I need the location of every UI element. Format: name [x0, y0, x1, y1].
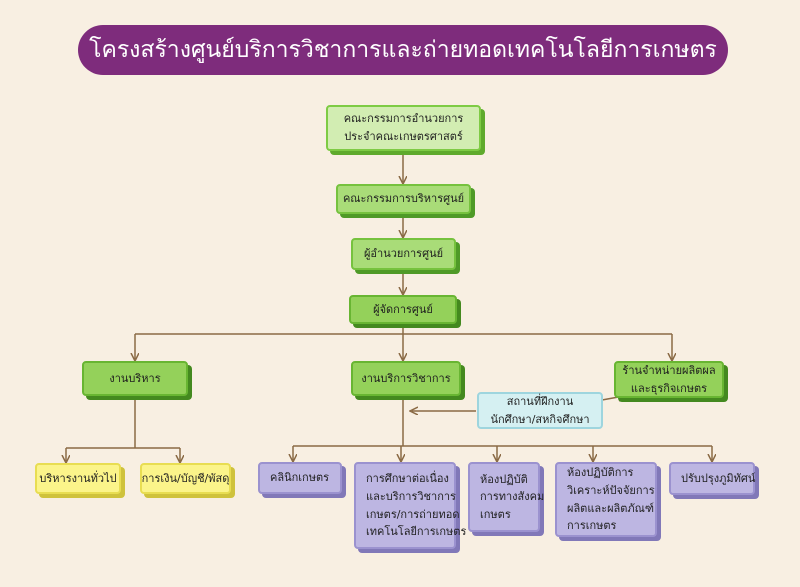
- node-training-site-line2: นักศึกษา/สหกิจศึกษา: [490, 412, 590, 426]
- node-analysis-lab-line3: ผลิตและผลิตภัณฑ์: [567, 501, 654, 515]
- node-committee-center: คณะกรรมการบริหารศูนย์: [336, 184, 471, 214]
- node-continuing-ed-line2: และบริการวิชาการ: [366, 489, 456, 503]
- node-analysis-lab-line1: ห้องปฏิบัติการ: [567, 466, 634, 480]
- node-director-label: ผู้อำนวยการศูนย์: [363, 247, 444, 261]
- node-soil-improve: ปรับปรุงภูมิทัศน์: [669, 462, 755, 495]
- node-admin-work: งานบริหาร: [82, 361, 188, 396]
- node-social-lab-line3: เกษตร: [480, 507, 511, 521]
- node-general-admin: บริหารงานทั่วไป: [35, 463, 121, 494]
- node-training-site-line1: สถานที่ฝึกงาน: [506, 394, 574, 408]
- node-shop: ร้านจำหน่ายผลิตผล และธุรกิจเกษตร: [614, 361, 724, 398]
- node-continuing-ed: การศึกษาต่อเนื่อง และบริการวิชาการ เกษตร…: [354, 462, 466, 549]
- node-analysis-lab: ห้องปฏิบัติการ วิเคราะห์ปัจจัยการ ผลิตแล…: [555, 462, 657, 537]
- node-academic-service-label: งานบริการวิชาการ: [361, 371, 451, 385]
- node-continuing-ed-line3: เกษตร/การถ่ายทอด: [366, 507, 460, 521]
- node-committee-admin: คณะกรรมการอำนวยการ ประจำคณะเกษตรศาสตร์: [326, 105, 481, 151]
- node-committee-center-label: คณะกรรมการบริหารศูนย์: [342, 192, 465, 206]
- node-finance-label: การเงิน/บัญชี/พัสดุ: [141, 471, 230, 485]
- node-training-site: สถานที่ฝึกงาน นักศึกษา/สหกิจศึกษา: [477, 392, 603, 429]
- node-social-lab-line2: การทางสังคม: [480, 490, 545, 504]
- page-title: โครงสร้างศูนย์บริการวิชาการและถ่ายทอดเทค…: [89, 37, 717, 63]
- node-academic-service: งานบริการวิชาการ: [351, 361, 461, 396]
- node-analysis-lab-line4: การเกษตร: [567, 519, 617, 533]
- node-manager-label: ผู้จัดการศูนย์: [373, 302, 433, 316]
- node-social-lab: ห้องปฏิบัติ การทางสังคม เกษตร: [468, 462, 544, 532]
- node-director: ผู้อำนวยการศูนย์: [351, 238, 456, 270]
- node-social-lab-line1: ห้องปฏิบัติ: [480, 472, 528, 486]
- node-admin-work-label: งานบริหาร: [109, 371, 161, 385]
- node-manager: ผู้จัดการศูนย์: [349, 295, 457, 324]
- node-soil-improve-label: ปรับปรุงภูมิทัศน์: [681, 471, 756, 485]
- node-shop-line2: และธุรกิจเกษตร: [630, 381, 708, 395]
- node-committee-admin-line2: ประจำคณะเกษตรศาสตร์: [344, 130, 463, 143]
- node-continuing-ed-line4: เทคโนโลยีการเกษตร: [366, 525, 467, 539]
- node-committee-admin-line1: คณะกรรมการอำนวยการ: [343, 112, 464, 126]
- node-clinic: คลินิกเกษตร: [258, 462, 342, 494]
- node-analysis-lab-line2: วิเคราะห์ปัจจัยการ: [567, 483, 655, 497]
- node-continuing-ed-line1: การศึกษาต่อเนื่อง: [366, 472, 449, 486]
- node-general-admin-label: บริหารงานทั่วไป: [39, 471, 117, 485]
- title-banner: โครงสร้างศูนย์บริการวิชาการและถ่ายทอดเทค…: [78, 25, 728, 75]
- node-finance: การเงิน/บัญชี/พัสดุ: [140, 463, 231, 494]
- node-clinic-label: คลินิกเกษตร: [270, 471, 330, 485]
- node-shop-line1: ร้านจำหน่ายผลิตผล: [622, 363, 716, 377]
